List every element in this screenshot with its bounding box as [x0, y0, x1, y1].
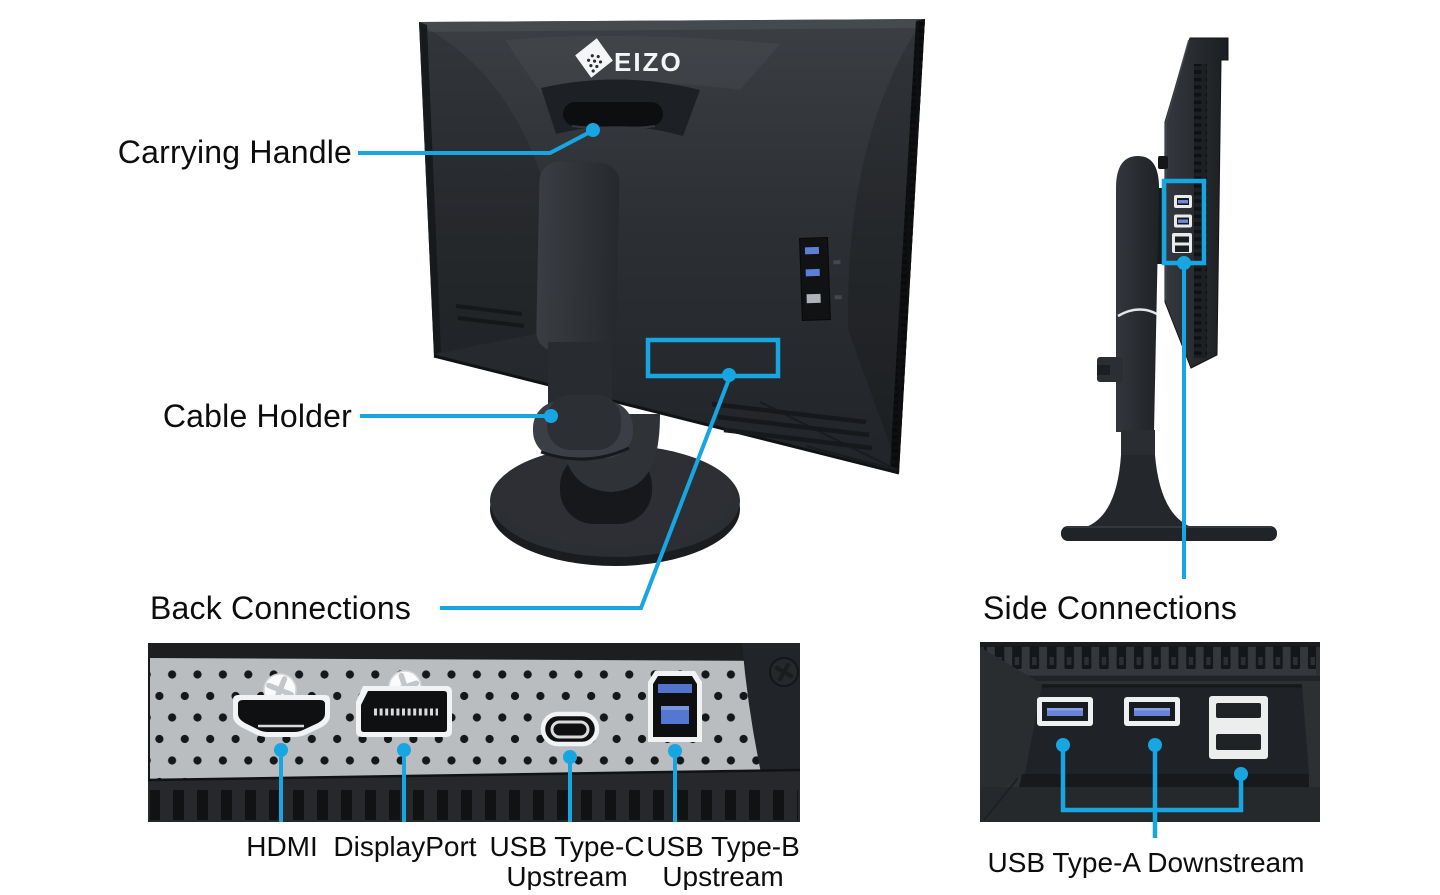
side-connections-leader-dot — [1177, 256, 1191, 270]
usb-a-port — [806, 293, 821, 304]
right-facet-shading — [847, 20, 923, 470]
slab-vent-texture — [1194, 64, 1207, 358]
bottom-rim — [433, 354, 900, 475]
cable-hook-notch — [1097, 365, 1110, 375]
rear-vent-slats — [711, 401, 873, 451]
usb-a-downstream-label: USB Type-A Downstream — [988, 847, 1305, 878]
back-connections-closeup: HDMI DisplayPort USB Type-C Upstream USB… — [147, 643, 801, 892]
top-facet-highlight — [505, 35, 780, 92]
cable-holder-ring — [533, 395, 633, 461]
usb-a-tongue — [804, 246, 820, 255]
usb-a-port-2 — [1124, 697, 1180, 726]
side-panel-bottom — [980, 787, 1320, 822]
carrying-handle-label: Carrying Handle — [118, 134, 352, 170]
side-stand-flare — [1086, 455, 1191, 527]
usb-b-port — [648, 671, 702, 742]
monitor-back-shell — [419, 19, 925, 473]
back-connections-label: Back Connections — [150, 590, 411, 626]
bottom-strip-slots — [150, 768, 798, 820]
back-panel-leaders — [274, 743, 682, 822]
back-connections-leader-line — [440, 378, 731, 610]
hdmi-label: HDMI — [246, 831, 318, 862]
bottom-left-seam — [983, 777, 1019, 821]
side-panel-vent-slots — [984, 646, 1316, 676]
cable-holder-label: Cable Holder — [163, 398, 352, 434]
right-edge-texture — [890, 19, 925, 473]
monitor-top-edge — [419, 19, 925, 32]
handle-opening — [563, 102, 663, 126]
carrying-handle-leader-dot — [586, 123, 600, 137]
callout-cable-holder: Cable Holder — [163, 398, 558, 434]
stand-cover — [536, 161, 620, 353]
back-connections-leader-dot — [722, 368, 736, 382]
arm-seam-highlight — [1117, 308, 1158, 318]
eizo-logo-dots — [587, 54, 603, 73]
usb-a-port-1 — [1037, 697, 1093, 726]
side-connections-closeup: USB Type-A Downstream — [980, 642, 1320, 878]
eizo-logo-diamond-icon — [575, 38, 613, 78]
side-panel-left-facet — [980, 647, 1042, 800]
displayport-label: DisplayPort — [333, 831, 476, 862]
vent-seam — [980, 676, 1320, 681]
slab-nub — [1158, 156, 1168, 169]
cable-holder-leader-dot — [544, 409, 558, 423]
left-facet-shading — [421, 25, 566, 354]
usb-c-port — [540, 711, 600, 747]
back-view-side-usb-ports — [799, 237, 842, 321]
eizo-logo-text: EIZO — [614, 47, 683, 77]
callout-side-connections: Side Connections — [983, 256, 1237, 626]
side-panel-top-edge — [980, 642, 1320, 647]
usb-a-double-port — [1209, 696, 1268, 759]
monitor-left-edge — [419, 22, 441, 356]
usb-a-tongue — [805, 268, 820, 277]
hdmi-port — [233, 695, 330, 737]
back-connections-highlight-box — [645, 337, 781, 379]
callout-back-connections: Back Connections — [150, 368, 736, 626]
monitor-side-view — [1061, 37, 1277, 541]
carrying-handle — [541, 79, 700, 136]
side-stand-base — [1061, 526, 1277, 541]
stand-arm — [1116, 156, 1159, 432]
bottom-strip-seam — [147, 768, 801, 782]
callout-carrying-handle: Carrying Handle — [118, 123, 600, 170]
handle-lip — [571, 125, 656, 130]
side-connections-label: Side Connections — [983, 590, 1237, 626]
usb-c-sublabel: Upstream — [506, 861, 627, 890]
left-vent-slats — [455, 304, 525, 328]
back-panel-perforation — [150, 657, 800, 781]
carrying-handle-leader-line — [358, 129, 593, 155]
side-panel-leaders — [1056, 738, 1248, 838]
side-view-usb-ports — [1172, 195, 1192, 253]
panel-top-bar — [148, 643, 800, 661]
displayport-port — [356, 686, 452, 737]
monitor-back-view: EIZO — [419, 19, 925, 566]
usb-c-label: USB Type-C — [489, 831, 644, 862]
usb-b-sublabel: Upstream — [662, 861, 783, 890]
dark-screw — [769, 657, 799, 687]
usb-b-label: USB Type-B — [646, 831, 800, 862]
eizo-logo: EIZO — [575, 38, 683, 78]
